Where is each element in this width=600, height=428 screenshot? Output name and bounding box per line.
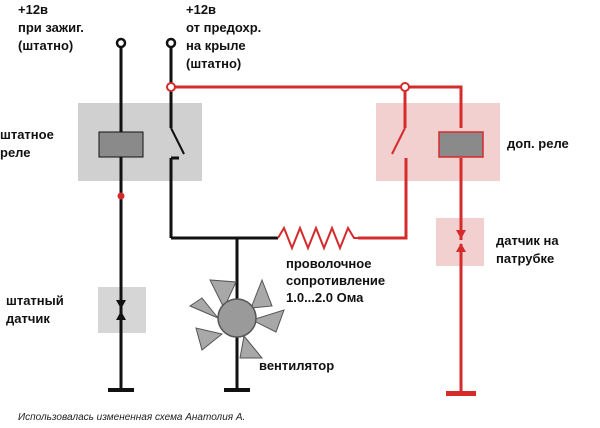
fan-blade [188,297,219,319]
fuse-label-line4: (штатно) [186,56,241,71]
fan-blade [250,309,285,333]
resistor-icon [277,225,358,251]
pipe-sensor-label-line1: датчик на [496,233,559,248]
fuse-junction [166,82,176,92]
stock-sensor-label-line1: штатный [6,293,64,308]
stock-sensor-arrow-up [116,311,126,320]
pipe-sensor-label-line2: патрубке [496,251,554,266]
resistor-label-line2: сопротивление [286,273,385,288]
stock-sensor-arrow [116,300,126,309]
fuse-label-line2: от предохр. [186,20,261,35]
terminals [115,37,410,200]
pipe-sensor-arrow [456,230,466,239]
fuse-label-line3: на крыле [186,38,246,53]
aux-relay-label: доп. реле [507,136,569,151]
stock-sensor-label-line2: датчик [6,311,50,326]
fuse-terminal [165,37,177,49]
ignition-label-line1: +12в [18,2,48,17]
sensor-arrows [116,230,466,320]
aux-relay-coil [438,131,484,158]
fuse-to-aux-relay-wire [171,85,463,128]
fan-blade [250,278,273,309]
pipe-sensor-arrow-up [456,243,466,252]
ignition-terminal [115,37,127,49]
stock-relay-coil [98,131,144,158]
resistor-label-line3: 1.0...2.0 Ома [286,290,364,305]
aux-contact-out-wire [358,158,408,240]
stock-relay-label-line2: реле [0,145,31,160]
credit-note: Использовалась измененная схема Анатолия… [18,412,245,423]
fan-blade [195,327,224,351]
ignition-label-line3: (штатно) [18,38,73,53]
fan-hub [217,298,257,338]
aux-contact-junction [400,82,410,92]
fuse-label-line1: +12в [186,2,216,17]
stock-coil-junction [117,192,125,200]
stock-relay-label-line1: штатное [0,127,54,142]
resistor-label-line1: проволочное [286,256,371,271]
ground-icon [108,388,476,396]
fan-icon [188,278,285,359]
relay-contact-icon [169,110,407,160]
ignition-label-line2: при зажиг. [18,20,84,35]
fan-blade [209,279,237,310]
fan-label: вентилятор [259,358,334,373]
fan-blade [239,334,264,359]
